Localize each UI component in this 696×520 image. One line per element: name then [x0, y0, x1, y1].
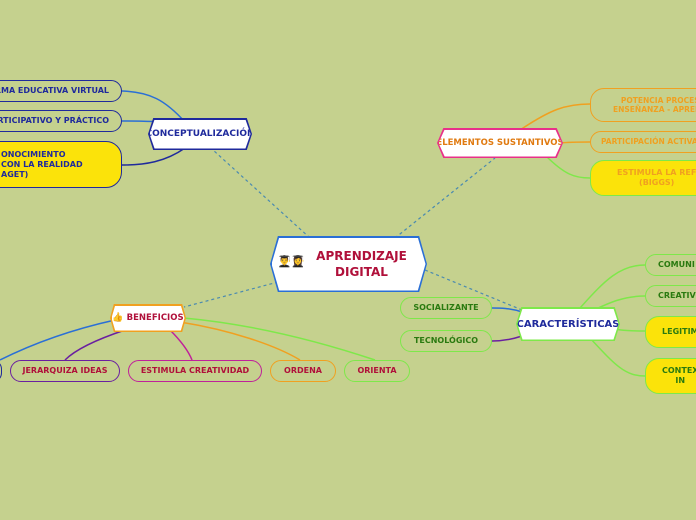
- concept-item-2[interactable]: PARTICIPATIVO Y PRÁCTICO: [0, 110, 122, 132]
- link-ben-1: [64, 329, 126, 361]
- link-central-elementos: [394, 157, 496, 239]
- concept-item-3[interactable]: ONOCIMIENTO CON LA REALIDAD AGET): [0, 141, 122, 188]
- ben-item-1[interactable]: JERARQUIZA IDEAS: [10, 360, 120, 382]
- link-car-4: [589, 337, 646, 377]
- link-ben-3: [179, 321, 301, 361]
- car-item-2[interactable]: CREATIVO: [645, 285, 696, 307]
- elem-item-1[interactable]: POTENCIA PROCES ENSEÑANZA - APREND: [590, 88, 696, 122]
- elementos-label: ELEMENTOS SUSTANTIVOS: [436, 138, 564, 148]
- car-item-3[interactable]: LEGITIM: [645, 316, 696, 348]
- ben-item-3[interactable]: ORDENA: [270, 360, 336, 382]
- beneficios-label: BENEFICIOS: [126, 313, 184, 323]
- ben-item-4-label: ORIENTA: [357, 366, 397, 375]
- central-label: APRENDIZAJE DIGITAL: [316, 248, 407, 279]
- link-central-beneficios: [183, 281, 279, 308]
- car-item-4[interactable]: CONTEX IN: [645, 358, 696, 394]
- conceptualizacion-label: CONCEPTUALIZACIÓN: [145, 129, 255, 139]
- ben-item-3-label: ORDENA: [284, 366, 322, 375]
- ben-item-4[interactable]: ORIENTA: [344, 360, 410, 382]
- elem-item-1-label: POTENCIA PROCES ENSEÑANZA - APREND: [613, 95, 696, 114]
- link-concept-1: [121, 90, 186, 123]
- link-elem-1: [519, 103, 591, 131]
- concept-item-1-label: FORMA EDUCATIVA VIRTUAL: [0, 86, 109, 95]
- concept-item-1[interactable]: FORMA EDUCATIVA VIRTUAL: [0, 80, 122, 102]
- link-car-6: [491, 335, 523, 342]
- elem-item-2[interactable]: PARTICIPACIÓN ACTIVA: [590, 131, 696, 153]
- elem-item-3[interactable]: ESTIMULA LA REF (BIGGS): [590, 160, 696, 196]
- elementos-node[interactable]: ELEMENTOS SUSTANTIVOS: [437, 128, 563, 158]
- car-item-5[interactable]: SOCIALIZANTE: [400, 297, 492, 319]
- car-item-2-label: CREATIVO: [658, 291, 696, 300]
- car-item-3-label: LEGITIM: [662, 327, 696, 336]
- elem-item-2-label: PARTICIPACIÓN ACTIVA: [601, 137, 696, 147]
- thumbs-up-icon: 👍: [112, 313, 124, 323]
- link-concept-3: [121, 147, 186, 166]
- beneficios-node[interactable]: 👍 BENEFICIOS: [110, 304, 186, 332]
- concept-item-3-label: ONOCIMIENTO CON LA REALIDAD AGET): [1, 149, 83, 179]
- car-item-6[interactable]: TECNOLÓGICO: [400, 330, 492, 352]
- ben-item-1-label: JERARQUIZA IDEAS: [22, 366, 108, 375]
- link-elem-3: [544, 154, 591, 179]
- link-car-5: [491, 307, 523, 313]
- ben-item-2-label: ESTIMULA CREATIVIDAD: [140, 366, 250, 375]
- elem-item-3-label: ESTIMULA LA REF (BIGGS): [617, 168, 696, 187]
- car-item-4-label: CONTEX IN: [662, 366, 696, 385]
- graduates-icon: 👨‍🎓👩‍🎓: [277, 254, 305, 268]
- link-ben-4: [183, 317, 376, 361]
- car-item-1-label: COMUNI: [658, 260, 695, 269]
- caracteristicas-label: CARACTERÍSTICAS: [516, 318, 620, 330]
- link-elem-2: [559, 141, 591, 144]
- car-item-1[interactable]: COMUNI: [645, 254, 696, 276]
- caracteristicas-node[interactable]: CARACTERÍSTICAS: [516, 307, 620, 341]
- car-item-6-label: TECNOLÓGICO: [413, 336, 479, 345]
- ben-item-2[interactable]: ESTIMULA CREATIVIDAD: [128, 360, 262, 382]
- conceptualizacion-node[interactable]: CONCEPTUALIZACIÓN: [148, 118, 252, 150]
- car-item-5-label: SOCIALIZANTE: [413, 303, 479, 312]
- central-node[interactable]: 👨‍🎓👩‍🎓 APRENDIZAJE DIGITAL: [270, 236, 427, 292]
- link-car-1: [579, 264, 646, 309]
- link-ben-0: [0, 319, 116, 361]
- link-ben-2: [169, 329, 193, 361]
- concept-item-2-label: PARTICIPATIVO Y PRÁCTICO: [0, 116, 109, 125]
- link-central-conceptualizacion: [212, 149, 311, 239]
